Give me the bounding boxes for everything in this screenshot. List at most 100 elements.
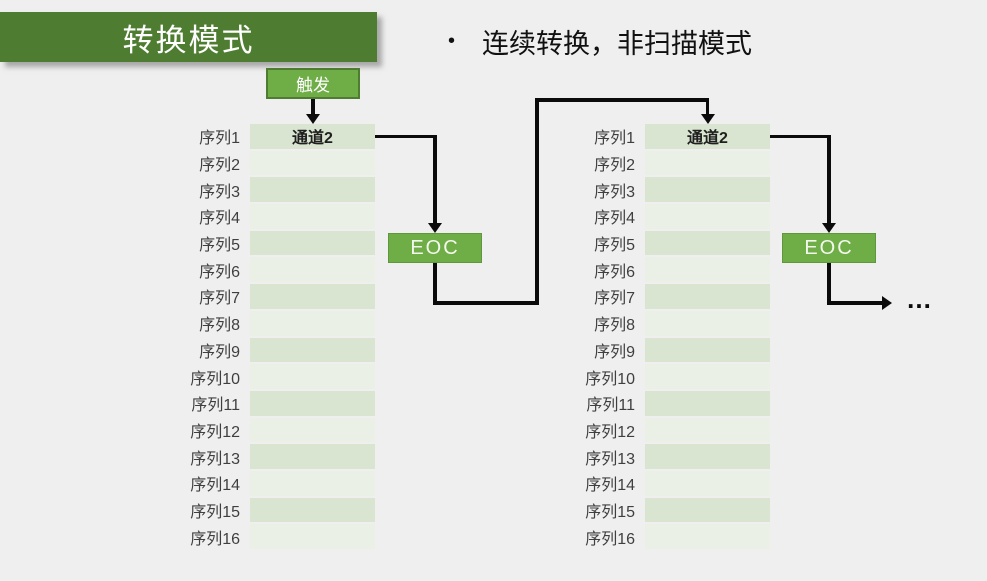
eoc-label-left: EOC <box>410 236 460 259</box>
arrow-into-right-table <box>705 98 710 116</box>
sequence-cell <box>250 470 375 496</box>
sequence-label: 序列1 <box>199 130 240 148</box>
arrowhead-trigger <box>306 114 320 124</box>
arrow-ch-to-eoc-left-h <box>375 134 437 139</box>
trigger-label: 触发 <box>296 76 330 95</box>
arrow-loop-bottom <box>433 301 539 305</box>
eoc-box-right: EOC <box>782 233 876 263</box>
sequence-row: 序列13 <box>185 444 375 469</box>
arrow-ch-to-eoc-left-v <box>433 134 437 224</box>
sequence-row: 序列10 <box>580 364 770 389</box>
sequence-row: 序列1 通道2 <box>580 124 770 149</box>
sequence-label: 序列2 <box>594 157 635 175</box>
sequence-cell <box>645 444 770 469</box>
sequence-row: 序列9 <box>580 337 770 363</box>
sequence-cell <box>250 390 375 416</box>
sequence-label: 序列5 <box>199 237 240 255</box>
sequence-label: 序列15 <box>190 503 240 521</box>
sequence-cell <box>250 230 375 256</box>
channel-label: 通道2 <box>687 130 728 148</box>
sequence-cell <box>250 497 375 523</box>
sequence-label: 序列4 <box>199 210 240 228</box>
sequence-row: 序列14 <box>580 470 770 496</box>
sequence-cell <box>645 204 770 229</box>
sequence-cell <box>250 524 375 549</box>
sequence-label: 序列11 <box>191 397 240 415</box>
continuation-ellipsis: … <box>906 284 934 314</box>
sequence-cell <box>645 150 770 176</box>
sequence-label: 序列6 <box>594 263 635 281</box>
page-title: 转换模式 <box>0 12 377 62</box>
channel-cell: 通道2 <box>250 124 375 149</box>
sequence-row: 序列10 <box>185 364 375 389</box>
arrow-loop-top <box>535 98 710 102</box>
sequence-row: 序列8 <box>185 310 375 336</box>
sequence-label: 序列3 <box>199 183 240 201</box>
sequence-row: 序列14 <box>185 470 375 496</box>
sequence-cell <box>250 310 375 336</box>
sequence-label: 序列3 <box>594 183 635 201</box>
sequence-row: 序列12 <box>185 417 375 443</box>
bullet-marker: • <box>448 30 456 52</box>
sequence-cell <box>250 364 375 389</box>
sequence-row: 序列6 <box>580 257 770 283</box>
sequence-cell <box>250 444 375 469</box>
sequence-row: 序列5 <box>580 230 770 256</box>
sequence-cell <box>250 204 375 229</box>
sequence-cell <box>645 364 770 389</box>
sequence-cell <box>250 150 375 176</box>
sequence-cell <box>645 417 770 443</box>
sequence-label: 序列2 <box>199 157 240 175</box>
sequence-row: 序列4 <box>580 204 770 229</box>
sequence-cell <box>645 177 770 203</box>
sequence-row: 序列4 <box>185 204 375 229</box>
sequence-label: 序列11 <box>586 397 635 415</box>
sequence-cell <box>645 284 770 309</box>
sequence-label: 序列8 <box>199 317 240 335</box>
sequence-label: 序列15 <box>585 503 635 521</box>
sequence-row: 序列2 <box>185 150 375 176</box>
sequence-label: 序列10 <box>585 370 635 388</box>
channel-cell: 通道2 <box>645 124 770 149</box>
sequence-cell <box>645 310 770 336</box>
arrow-loop-up <box>535 98 539 305</box>
sequence-row: 序列9 <box>185 337 375 363</box>
arrow-eoc-left-down <box>433 263 437 305</box>
sequence-cell <box>645 230 770 256</box>
sequence-row: 序列15 <box>185 497 375 523</box>
sequence-cell <box>645 257 770 283</box>
eoc-label-right: EOC <box>804 236 854 259</box>
sequence-cell <box>250 257 375 283</box>
arrow-eoc-right-down <box>827 263 831 305</box>
sequence-row: 序列12 <box>580 417 770 443</box>
sequence-label: 序列16 <box>585 530 635 548</box>
arrow-trigger-to-table <box>311 99 315 115</box>
arrowhead-eoc-right <box>822 223 836 233</box>
arrowhead-right-table <box>700 114 715 124</box>
sequence-cell <box>250 417 375 443</box>
sequence-cell <box>645 497 770 523</box>
sequence-row: 序列8 <box>580 310 770 336</box>
sequence-label: 序列9 <box>199 343 240 361</box>
sequence-label: 序列10 <box>190 370 240 388</box>
sequence-label: 序列1 <box>594 130 635 148</box>
sequence-label: 序列13 <box>190 450 240 468</box>
sequence-row: 序列2 <box>580 150 770 176</box>
sequence-row: 序列5 <box>185 230 375 256</box>
sequence-row: 序列15 <box>580 497 770 523</box>
sequence-cell <box>645 524 770 549</box>
sequence-label: 序列7 <box>594 290 635 308</box>
arrow-continue <box>827 301 884 305</box>
page-title-label: 转换模式 <box>122 22 255 58</box>
sequence-label: 序列12 <box>190 423 240 441</box>
sequence-cell <box>645 390 770 416</box>
arrowhead-eoc-left <box>428 223 442 233</box>
bullet-item: • 连续转换，非扫描模式 <box>448 22 752 61</box>
arrow-ch-to-eoc-right-h <box>770 134 831 139</box>
sequence-row: 序列16 <box>185 524 375 549</box>
sequence-row: 序列13 <box>580 444 770 469</box>
sequence-row: 序列7 <box>185 284 375 309</box>
sequence-label: 序列7 <box>199 290 240 308</box>
sequence-cell <box>250 177 375 203</box>
